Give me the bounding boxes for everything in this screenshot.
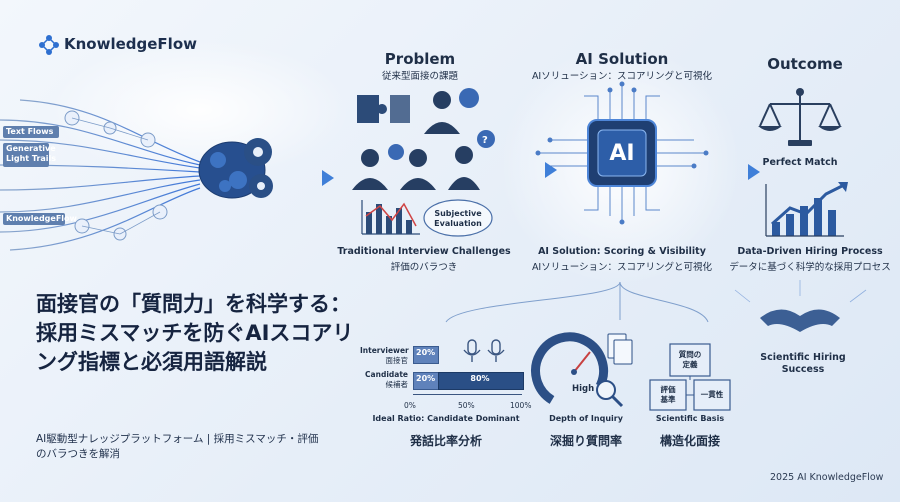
stream-label-text-flows: Text Flows [6,127,54,136]
ratio-bar-interviewer-value: 20% [416,348,436,357]
problem-title: Problem [384,50,456,68]
cube-question-definition: 質問の 定義 [678,350,702,369]
depth-label: 深掘り質問率 [549,434,623,448]
solution-caption-ja: AIソリューション：スコアリングと可視化 [531,262,713,273]
perfect-match-label: Perfect Match [762,157,838,168]
ratio-bar-interviewer [413,346,439,364]
scientific-success-label: Scientific Hiring Success [760,352,846,375]
ratio-axis [413,394,522,395]
cube-evaluation-criteria: 評価 基準 [660,385,676,404]
ratio-row-interviewer-ja: 面接官 [385,356,409,365]
headline-subtitle: AI駆動型ナレッジプラットフォーム | 採用ミスマッチ・評価のバラつきを解消 [36,433,319,460]
footer-copyright: 2025 AI KnowledgeFlow [770,472,884,483]
svg-text:?: ? [482,135,488,146]
problem-subtitle: 従来型面接の課題 [381,71,459,82]
solution-title: AI Solution [575,50,669,68]
cube-consistency: 一貫性 [700,390,724,399]
outcome-title: Outcome [767,55,843,73]
problem-caption-en: Traditional Interview Challenges [337,246,511,257]
ai-chip-label: AI [609,141,635,166]
ratio-row-candidate-ja: 候補者 [385,380,409,389]
ratio-bar-candidate-b [438,372,524,390]
solution-subtitle: AIソリューション：スコアリングと可視化 [531,71,713,82]
data-driven-label-en: Data-Driven Hiring Process [737,246,883,257]
headline-title: 面接官の「質問力」を科学する：採用ミスマッチを防ぐAIスコアリング指標と必須用語… [36,292,354,374]
ratio-row-candidate-en: Candidate [365,370,408,379]
ratio-row-interviewer-en: Interviewer [360,346,409,355]
structure-caption: Scientific Basis [655,414,725,423]
ratio-bar-candidate-b-value: 80% [470,374,490,383]
gauge-high-label: High [572,384,595,394]
ratio-axis-50: 50% [458,401,475,410]
ratio-caption: Ideal Ratio: Candidate Dominant [372,414,520,423]
depth-caption: Depth of Inquiry [549,414,623,423]
ratio-axis-100: 100% [510,401,532,410]
ratio-bar-candidate-a-value: 20% [416,374,436,383]
stream-label-knowledgeflow: KnowledgeFlow [6,214,77,223]
subjective-bubble: Subjective Evaluation [434,209,482,228]
stream-label-light-trails: Generative Light Trails [6,144,57,163]
brand-name: KnowledgeFlow [64,35,197,53]
ratio-label: 発話比率分析 [409,434,483,448]
problem-caption-ja: 評価のバラつき [390,262,458,273]
solution-caption-en: AI Solution: Scoring & Visibility [538,246,706,257]
ratio-axis-0: 0% [404,401,416,410]
logo-icon [39,35,59,55]
structure-label: 構造化面接 [659,434,721,448]
data-driven-label-ja: データに基づく科学的な採用プロセス [729,262,891,273]
